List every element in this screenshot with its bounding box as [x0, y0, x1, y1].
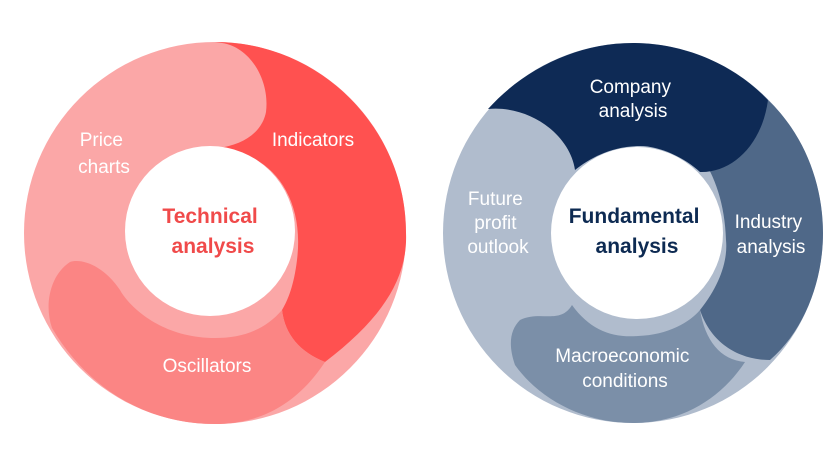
technical-center-hole: [125, 146, 295, 316]
fundamental-center-hole: [551, 147, 723, 319]
fundamental-label-future-profit-outlook: Future profit outlook: [467, 189, 529, 258]
fundamental-wheel: Company analysis Industry analysis Macro…: [443, 43, 823, 423]
fundamental-label-macroeconomic-conditions: Macroeconomic conditions: [555, 346, 694, 392]
fundamental-segment-macroeconomic-conditions: [510, 305, 745, 423]
fundamental-label-industry-analysis: Industry analysis: [735, 212, 808, 258]
technical-label-oscillators: Oscillators: [163, 356, 252, 377]
fundamental-center-title: Fundamental analysis: [569, 205, 706, 258]
fundamental-segment-industry-analysis: [700, 100, 823, 360]
fundamental-segment-company-analysis: [488, 43, 768, 173]
fundamental-label-company-analysis: Company analysis: [590, 77, 677, 122]
technical-center-title: Technical analysis: [162, 205, 263, 258]
technical-segment-oscillators: [48, 261, 326, 424]
technical-wheel: Price charts Indicators Oscillators Tech…: [24, 42, 407, 424]
technical-label-price-charts: Price charts: [78, 130, 130, 178]
technical-segment-indicators: [215, 42, 407, 362]
technical-label-indicators: Indicators: [272, 130, 354, 151]
